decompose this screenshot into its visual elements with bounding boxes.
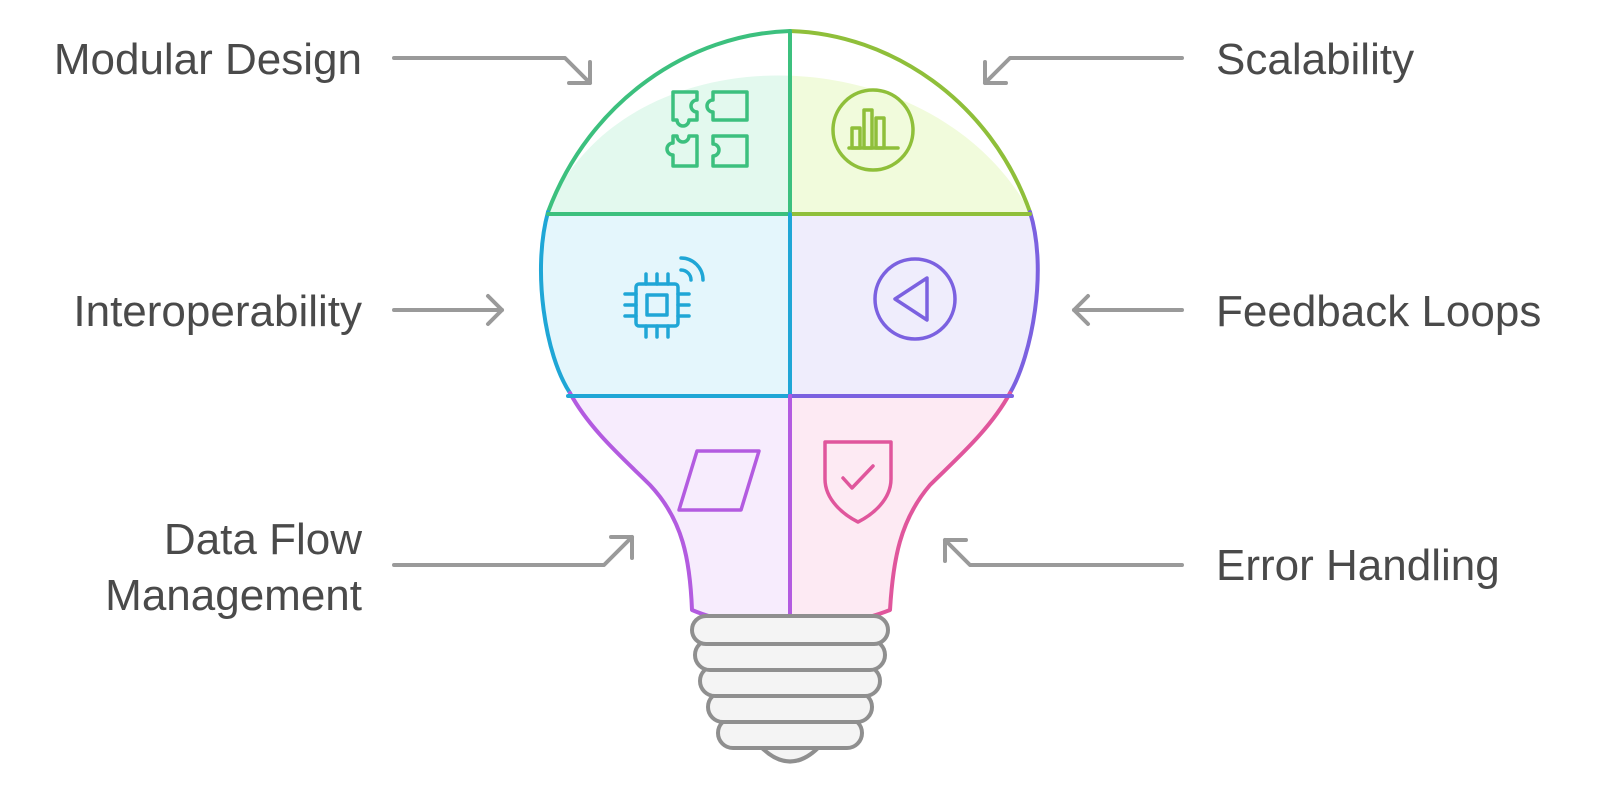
arrow-interoperability [392, 294, 504, 326]
arrow-error-handling [943, 538, 1184, 567]
parallelogram-icon [677, 449, 761, 512]
outline-scalability [788, 29, 1032, 214]
bulb-base [690, 614, 890, 764]
label-scalability: Scalability [1216, 35, 1414, 84]
arrow-feedback-loops [1072, 294, 1184, 326]
label-modular-design: Modular Design [54, 35, 362, 84]
puzzle-icon [665, 90, 749, 168]
arrow-scalability [983, 56, 1184, 85]
section-error-handling [790, 396, 1038, 628]
label-data-flow-line1: Data Flow [164, 515, 362, 564]
shield-check-icon [823, 440, 893, 524]
label-error-handling: Error Handling [1216, 541, 1500, 590]
section-feedback-loops [790, 214, 1038, 396]
section-interoperability [540, 214, 790, 396]
label-interoperability: Interoperability [73, 287, 362, 336]
chip-wireless-icon [623, 256, 705, 339]
play-back-icon [873, 257, 957, 341]
outline-interoperability [538, 210, 572, 395]
arrow-data-flow [392, 535, 634, 567]
section-data-flow [540, 396, 790, 628]
outline-feedback-loops [1008, 210, 1040, 395]
arrow-modular-design [392, 56, 592, 85]
bar-chart-icon [831, 88, 915, 172]
label-data-flow-line2: Management [105, 571, 362, 620]
label-feedback-loops: Feedback Loops [1216, 287, 1541, 336]
outline-modular-design [546, 29, 792, 214]
